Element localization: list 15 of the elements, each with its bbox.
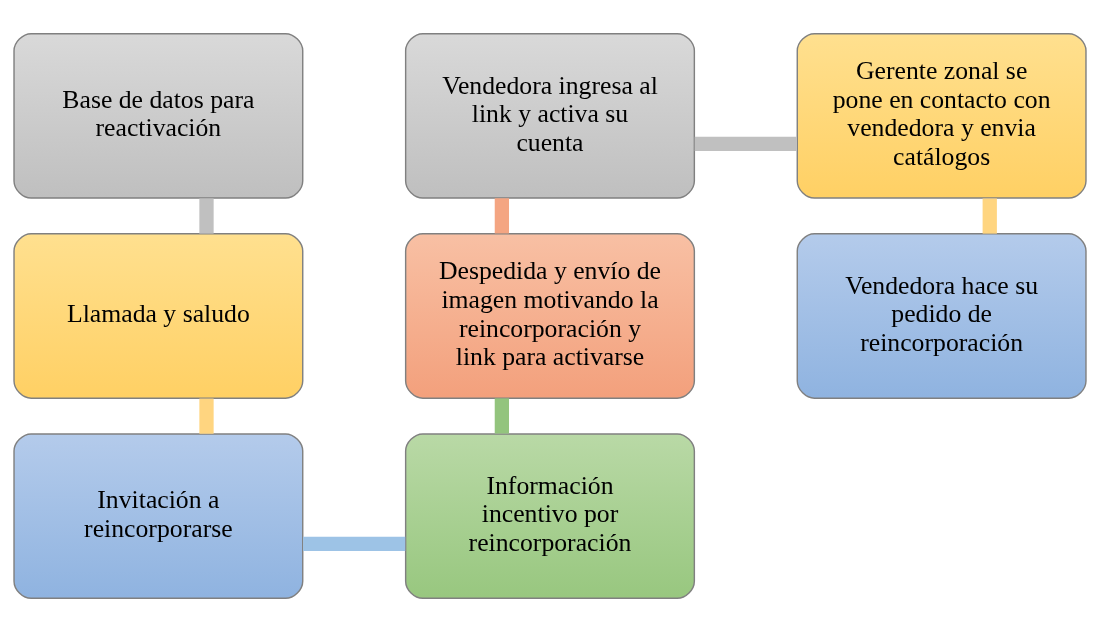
node-box: Base de datos para reactivación (13, 33, 304, 199)
connector (199, 198, 214, 234)
node-box: Llamada y saludo (13, 233, 304, 399)
node-box: Despedida y envío de imagen motivando la reincorporación y link para activarse (404, 233, 696, 399)
connector (494, 398, 510, 434)
connector (982, 198, 997, 234)
node-box: Información incentivo por reincorporación (404, 433, 696, 599)
connector (303, 536, 406, 552)
node-box: Gerente zonal se pone en contacto con vendedora y envia catálogos (796, 33, 1087, 199)
node-box: Vendedora ingresa al link y activa su cuenta (404, 33, 696, 199)
node-box: Vendedora hace su pedido de reincorporación (796, 233, 1087, 399)
connector (694, 136, 797, 151)
connector (199, 398, 214, 434)
node-box: Invitación a reincorporarse (13, 433, 304, 599)
connector (494, 198, 510, 234)
